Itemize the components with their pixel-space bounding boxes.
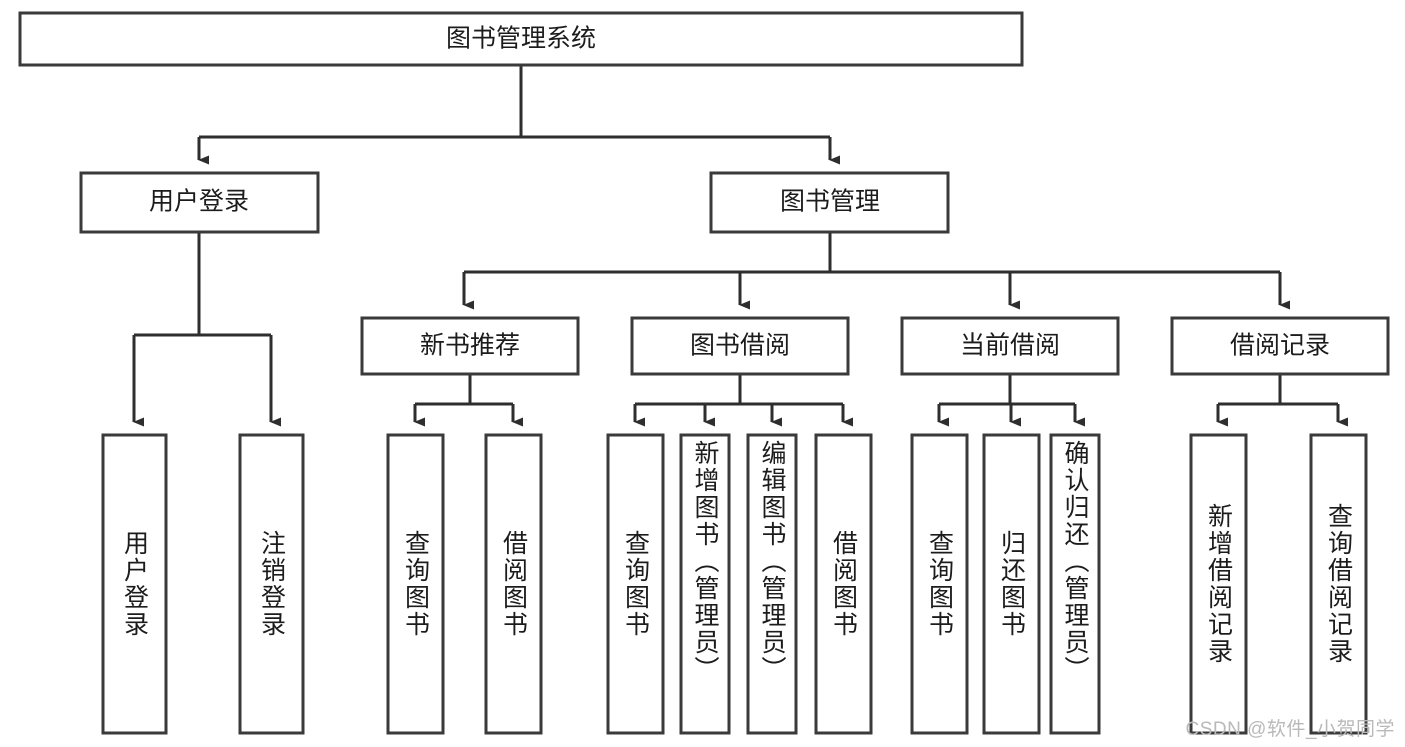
node-new-book-rec-label: 新书推荐 [420, 332, 520, 360]
node-leaf-user-login-box[interactable] [101, 433, 168, 735]
node-new-book-rec[interactable]: 新书推荐 [360, 316, 580, 376]
node-book-manage[interactable]: 图书管理 [709, 171, 950, 234]
node-root-label: 图书管理系统 [446, 25, 596, 53]
connector-layer [132, 65, 1349, 427]
node-leaf-user-logout-box[interactable] [238, 433, 305, 735]
node-leaf-add-record-box[interactable] [1189, 433, 1248, 735]
node-root[interactable]: 图书管理系统 [18, 11, 1024, 67]
node-leaf-confirm-return-box[interactable] [1049, 433, 1101, 735]
node-borrow-record-box [1170, 316, 1390, 376]
node-leaf-query-book-2-box[interactable] [606, 433, 665, 735]
node-leaf-query-book-3-box[interactable] [910, 433, 969, 735]
node-leaf-return-book-box[interactable] [982, 433, 1041, 735]
node-leaf-borrow-book-2-box[interactable] [814, 433, 873, 735]
csdn-watermark: CSDN @软件_小贺同学 [1185, 719, 1395, 740]
node-leaf-borrow-book-1-box[interactable] [484, 433, 543, 735]
node-book-borrow[interactable]: 图书借阅 [630, 316, 850, 376]
node-borrow-record[interactable]: 借阅记录 [1170, 316, 1390, 376]
node-borrow-record-label: 借阅记录 [1230, 332, 1330, 360]
node-leaf-query-record-box[interactable] [1309, 433, 1368, 735]
node-leaf-query-book-1-box[interactable] [386, 433, 445, 735]
node-leaf-edit-book-box[interactable] [746, 433, 798, 735]
node-leaf-add-book-box[interactable] [679, 433, 731, 735]
node-current-borrow-label: 当前借阅 [960, 332, 1060, 360]
node-book-borrow-label: 图书借阅 [690, 332, 790, 360]
node-root-box [18, 11, 1024, 67]
leaf-layer [101, 433, 1368, 735]
node-book-borrow-box [630, 316, 850, 376]
node-user-login-label: 用户登录 [149, 188, 249, 216]
node-current-borrow[interactable]: 当前借阅 [900, 316, 1120, 376]
node-user-login-box [79, 171, 320, 234]
node-current-borrow-box [900, 316, 1120, 376]
node-user-login[interactable]: 用户登录 [79, 171, 320, 234]
node-new-book-rec-box [360, 316, 580, 376]
node-book-manage-box [709, 171, 950, 234]
node-book-manage-label: 图书管理 [780, 188, 880, 216]
